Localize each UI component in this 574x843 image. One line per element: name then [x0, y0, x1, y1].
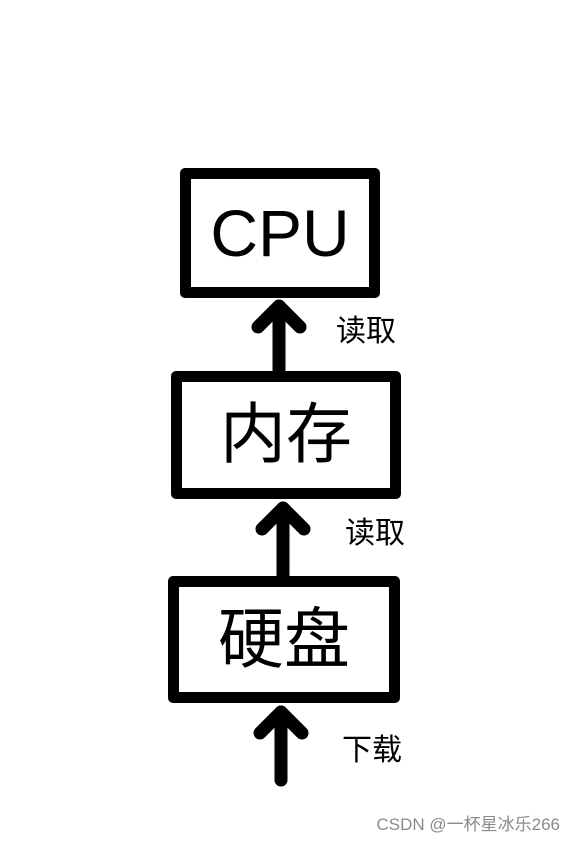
memory-node: 内存 — [171, 371, 401, 499]
watermark: CSDN @一杯星冰乐266 — [376, 815, 560, 834]
arrow-disk-to-memory — [255, 501, 311, 582]
cpu-node: CPU — [180, 168, 380, 298]
disk-node: 硬盘 — [168, 576, 400, 703]
arrow-download-to-disk — [253, 705, 309, 787]
disk-node-label: 硬盘 — [218, 600, 350, 678]
cpu-node-label: CPU — [210, 196, 350, 270]
memory-node-label: 内存 — [220, 396, 352, 473]
edge-label-download: 下载 — [342, 733, 402, 768]
edge-label-memory-to-cpu: 读取 — [336, 314, 396, 349]
edge-label-disk-to-memory: 读取 — [345, 516, 405, 551]
arrow-memory-to-cpu — [251, 299, 307, 377]
